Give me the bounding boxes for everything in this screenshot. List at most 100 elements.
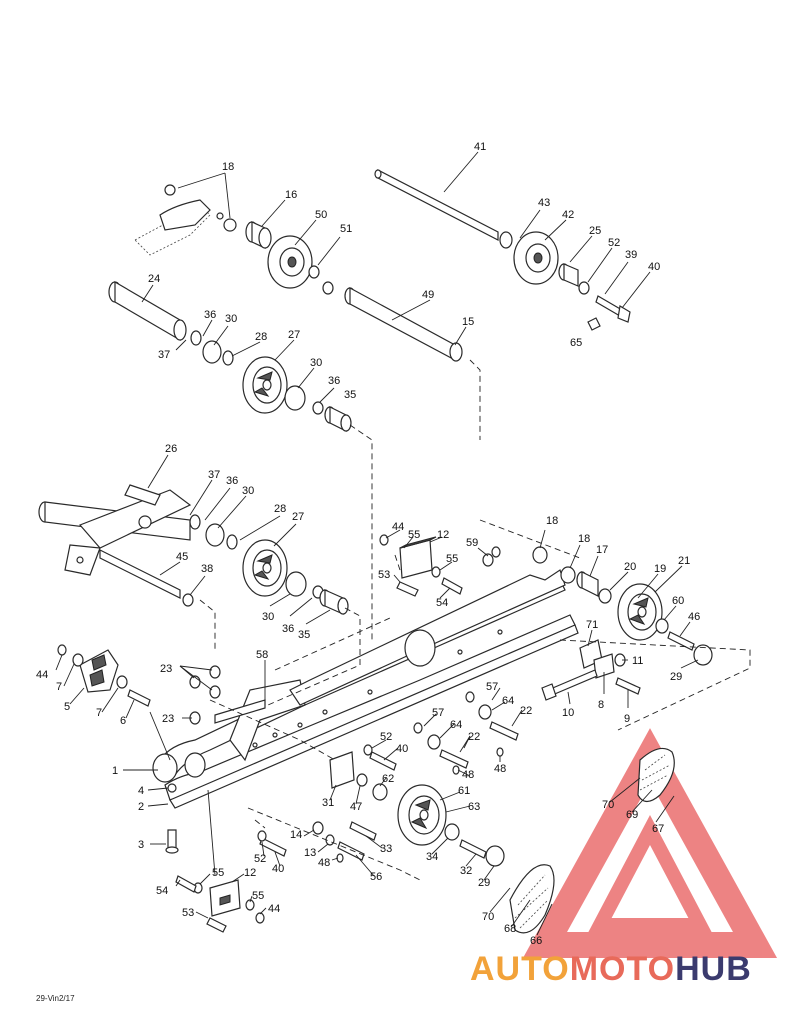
callout-65: 65 [570, 337, 582, 349]
washer-55c [431, 566, 441, 578]
callout-58: 58 [256, 649, 268, 661]
pin-53-upper [396, 581, 419, 597]
spacer-35b [319, 589, 349, 615]
callout-36: 36 [282, 623, 294, 635]
leader-lines [55, 151, 699, 936]
shaft-41 [374, 169, 499, 241]
callout-39: 39 [625, 249, 637, 261]
wheel-61 [397, 784, 447, 846]
washer-7a [72, 653, 84, 667]
callout-2: 2 [138, 801, 144, 813]
callout-55: 55 [212, 867, 224, 879]
bolt-9 [615, 677, 641, 695]
cap-29b [485, 845, 505, 867]
callout-48: 48 [318, 857, 330, 869]
callout-55: 55 [446, 553, 458, 565]
callout-25: 25 [589, 225, 601, 237]
callout-52: 52 [254, 853, 266, 865]
callout-1: 1 [112, 765, 118, 777]
spacer-16 [245, 221, 272, 249]
ring-28 [222, 350, 234, 366]
bolt-56 [337, 841, 365, 861]
bolt-40-lower [259, 837, 287, 857]
callout-66: 66 [530, 935, 542, 947]
callout-37: 37 [208, 469, 220, 481]
shaft-49 [344, 286, 463, 362]
pin-53-lower [206, 917, 227, 933]
bolt-32 [459, 839, 487, 859]
callout-62: 62 [382, 773, 394, 785]
diagram-reference-code: 29-Vin2/17 [36, 994, 75, 1003]
wheel-19 [617, 583, 663, 641]
callout-29: 29 [478, 877, 490, 889]
callout-40: 40 [272, 863, 284, 875]
callout-71: 71 [586, 619, 598, 631]
callout-32: 32 [460, 865, 472, 877]
callout-18: 18 [578, 533, 590, 545]
watermark-logo [522, 728, 778, 958]
callout-27: 27 [292, 511, 304, 523]
alignment-lines [199, 359, 751, 881]
ring-20 [598, 588, 612, 604]
bolt-10 [541, 669, 598, 701]
bolt-22a [489, 721, 519, 741]
spacer-17 [576, 571, 599, 597]
callout-29: 29 [670, 671, 682, 683]
callout-36: 36 [328, 375, 340, 387]
washer-30 [202, 340, 222, 364]
callout-49: 49 [422, 289, 434, 301]
callout-36: 36 [204, 309, 216, 321]
shaft-24 [108, 280, 187, 342]
callout-53: 53 [378, 569, 390, 581]
ring-28b [226, 534, 238, 550]
reflector-plate-lower [509, 864, 555, 934]
callout-6: 6 [120, 715, 126, 727]
cushion-31 [329, 751, 355, 789]
callout-52: 52 [608, 237, 620, 249]
bolt-3 [165, 829, 179, 854]
callout-23: 23 [160, 663, 172, 675]
callout-30: 30 [225, 313, 237, 325]
callout-54: 54 [436, 597, 448, 609]
callout-55: 55 [408, 529, 420, 541]
washer-23c [209, 685, 221, 699]
washer-30d [285, 571, 307, 597]
nut-4 [167, 783, 177, 793]
callout-9: 9 [624, 713, 630, 725]
callout-60: 60 [672, 595, 684, 607]
callout-37: 37 [158, 349, 170, 361]
callout-57: 57 [486, 681, 498, 693]
callout-36: 36 [226, 475, 238, 487]
callout-48: 48 [462, 769, 474, 781]
bolt-22b [439, 749, 469, 769]
callout-61: 61 [458, 785, 470, 797]
washer-47 [356, 773, 368, 787]
callout-35: 35 [344, 389, 356, 401]
callout-55: 55 [252, 890, 264, 902]
washer-36b [312, 401, 324, 415]
washer-57a [465, 691, 475, 703]
axle-assembly-26 [38, 484, 192, 576]
callout-54: 54 [156, 885, 168, 897]
callout-30: 30 [310, 357, 322, 369]
callout-64: 64 [502, 695, 514, 707]
bolt-33 [349, 821, 377, 841]
washer-52b [363, 744, 373, 756]
spacer-25 [558, 263, 579, 287]
washer-23b [209, 665, 221, 679]
callout-51: 51 [340, 223, 352, 235]
callout-38: 38 [201, 563, 213, 575]
callout-24: 24 [148, 273, 160, 285]
callout-13: 13 [304, 847, 316, 859]
stopper-5 [79, 649, 119, 693]
callout-41: 41 [474, 141, 486, 153]
washer-14 [312, 821, 324, 835]
cap-29a [693, 644, 713, 666]
washer-64b [427, 734, 441, 750]
callout-27: 27 [288, 329, 300, 341]
callout-47: 47 [350, 801, 362, 813]
washer-52 [578, 281, 590, 295]
callout-45: 45 [176, 551, 188, 563]
callout-42: 42 [562, 209, 574, 221]
